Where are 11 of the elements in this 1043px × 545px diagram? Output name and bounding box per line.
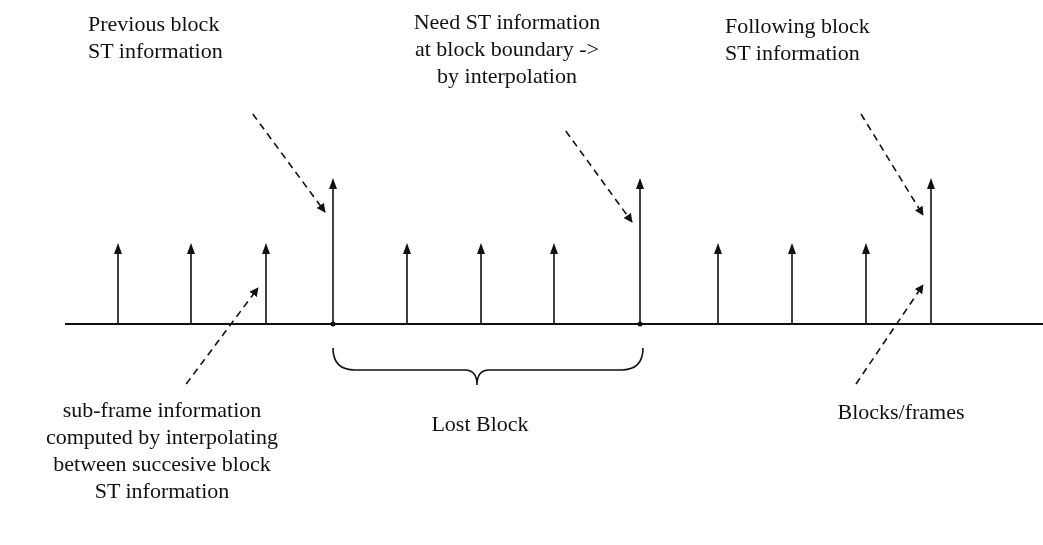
leader-arrow	[252, 113, 326, 213]
leader-arrow	[565, 130, 633, 223]
leader-arrow	[855, 284, 924, 385]
leader-arrow	[860, 113, 924, 216]
annotation-text: Following block ST information	[725, 12, 871, 66]
leader-arrow	[185, 287, 259, 385]
annotation-text: sub-frame information computed by interpolating between succesive block ST information	[44, 396, 280, 504]
annotation-text: Previous block ST information	[88, 10, 224, 64]
lost-block-label: Lost Block	[430, 410, 530, 437]
annotation-text: Need ST information at block boundary -> by interpolation	[412, 8, 602, 89]
annotation-text: Blocks/frames	[836, 398, 966, 425]
